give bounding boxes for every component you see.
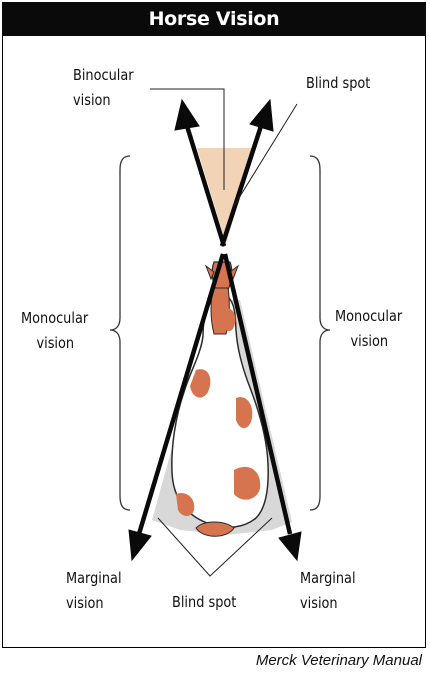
vision-arrows — [128, 98, 302, 562]
monocular-left-line-2: vision — [36, 334, 75, 352]
marginal-right-line-2: vision — [300, 594, 338, 612]
blind-spot-top-label: Blind spot — [306, 71, 370, 96]
horse-body — [171, 261, 269, 537]
horse-tail — [195, 521, 235, 537]
patch-left-flank — [190, 369, 211, 398]
blind-spot-top-leader — [233, 103, 298, 207]
diagram-title: Horse Vision — [2, 2, 426, 36]
arrow-forward-right-head — [249, 98, 274, 132]
binocular-vision-label: Binocular vision — [73, 63, 134, 113]
arrow-forward-left-head — [174, 98, 200, 131]
arrow-rear-right-line — [222, 253, 293, 535]
monocular-right-line-1: Monocular — [335, 307, 403, 325]
binocular-label-line-1: Binocular — [73, 66, 134, 84]
arrow-rear-left-line — [136, 253, 226, 535]
monocular-right-brace — [309, 155, 331, 511]
patch-left-rump — [176, 492, 195, 516]
blind-spot-bottom-leader — [157, 517, 273, 577]
binocular-field — [197, 148, 254, 244]
monocular-left-brace — [109, 155, 131, 511]
horse-ear-left — [204, 264, 215, 281]
blind-spot-bottom-text: Blind spot — [172, 593, 237, 611]
marginal-left-line-2: vision — [66, 594, 104, 612]
monocular-right-label: Monocular vision — [335, 304, 402, 354]
blind-spot-top-text: Blind spot — [306, 74, 371, 92]
marginal-right-label: Marginal vision — [300, 566, 356, 616]
marginal-right-line-1: Marginal — [300, 569, 356, 587]
blind-spot-bottom-label: Blind spot — [172, 590, 236, 615]
arrow-rear-right-head — [278, 531, 302, 562]
patch-shoulder — [222, 308, 236, 332]
patch-right-side — [236, 397, 253, 429]
patch-right-rump — [234, 466, 261, 500]
monocular-left-line-1: Monocular — [21, 309, 89, 327]
source-credit: Merck Veterinary Manual — [255, 652, 422, 669]
marginal-left-line-1: Marginal — [66, 569, 122, 587]
marginal-left-label: Marginal vision — [66, 566, 122, 616]
monocular-right-line-2: vision — [350, 332, 389, 350]
monocular-left-label: Monocular vision — [21, 306, 88, 356]
binocular-label-line-2: vision — [73, 91, 111, 109]
arrow-forward-right-line — [219, 125, 264, 247]
arrow-forward-left-line — [184, 125, 227, 247]
binocular-leader — [150, 88, 225, 190]
arrow-rear-left-head — [128, 529, 152, 562]
